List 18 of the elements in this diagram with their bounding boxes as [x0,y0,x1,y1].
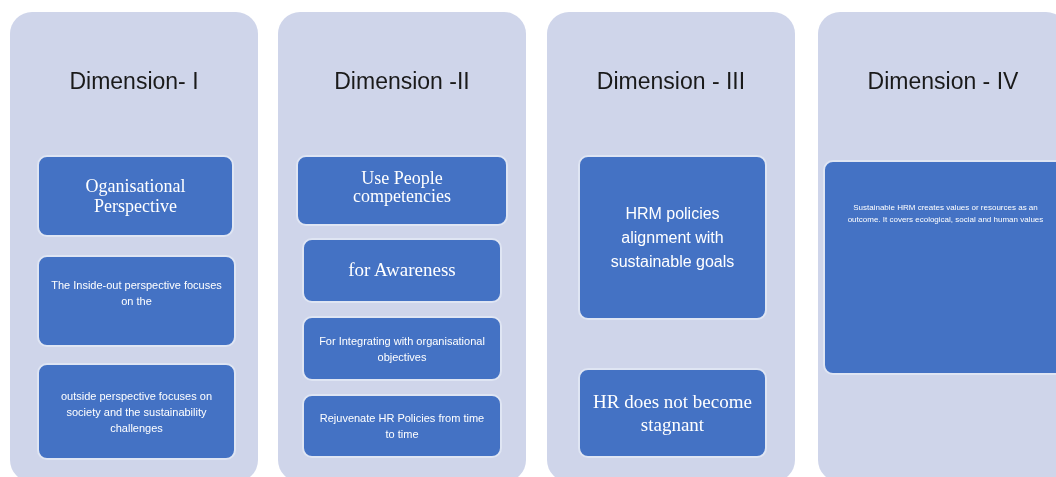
text-box: Sustainable HRM creates values or resources as an outcome. It covers ecological, social and human values [823,160,1056,375]
panel-heading: Dimension -II [333,67,471,96]
text-box: Use People competencies [296,155,508,226]
text-box: HR does not become stagnant [578,368,767,458]
text-box: HRM policies alignment with sustainable goals [578,155,767,320]
text-box: Oganisational Perspective [37,155,234,237]
panel-heading: Dimension- I [68,67,200,96]
text-box: Rejuvenate HR Policies from time to time [302,394,502,458]
panel-heading: Dimension - IV [866,67,1020,96]
dimension-panel [547,12,795,477]
text-box: for Awareness [302,238,502,303]
dimension-panel [10,12,258,477]
text-box: The Inside-out perspective focuses on the [37,255,236,347]
text-box: For Integrating with organisational objectives [302,316,502,381]
dimension-panel [278,12,526,477]
text-box: outside perspective focuses on society and the sustainability challenges [37,363,236,460]
panel-heading: Dimension - III [595,67,747,96]
dimension-panel [818,12,1056,477]
